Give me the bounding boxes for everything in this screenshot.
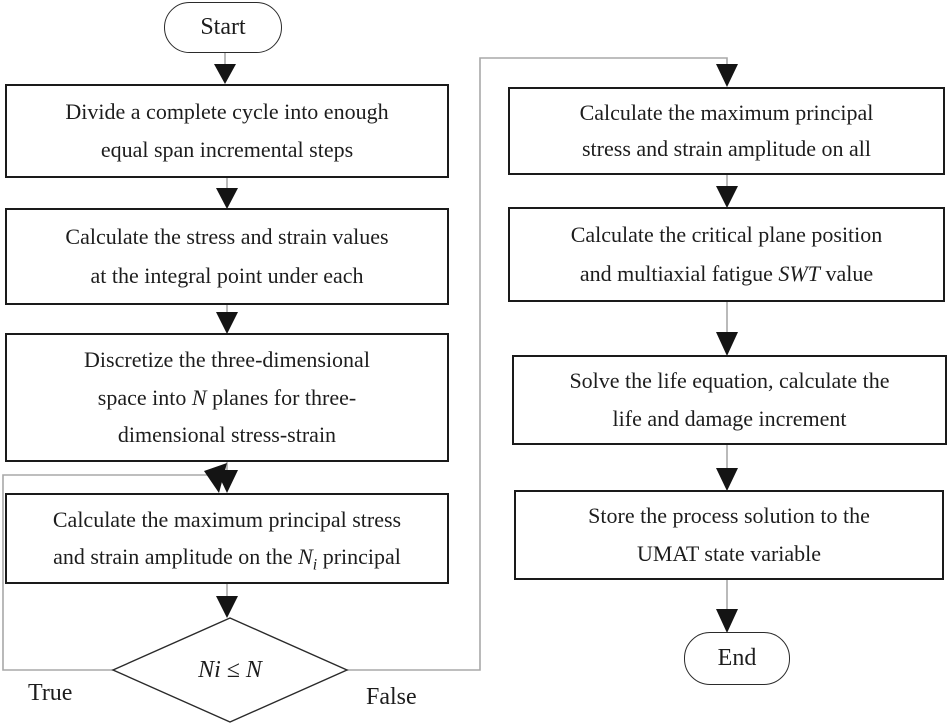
end-label: End: [717, 645, 757, 671]
start-node: Start: [164, 2, 282, 53]
arrowhead-stress-discretize-icon: [216, 312, 238, 334]
arrowhead-principal-decision-icon: [216, 596, 238, 618]
arrowhead-loop-principal-icon: [204, 463, 227, 493]
decision-diamond: [111, 617, 349, 723]
arrowhead-store-end-icon: [716, 609, 738, 633]
arrowhead-maxall-critical-icon: [716, 186, 738, 208]
arrowhead-divide-stress-icon: [216, 188, 238, 209]
end-node: End: [684, 632, 790, 685]
decision-label: Ni ≤ N: [198, 656, 262, 683]
edge-true-loop: [2, 474, 208, 671]
arrowhead-solve-store-icon: [716, 468, 738, 491]
start-label: Start: [200, 14, 246, 40]
edge-label-false: False: [366, 684, 417, 710]
arrowhead-critical-solve-icon: [716, 332, 738, 356]
arrowhead-false-maxall-icon: [716, 64, 738, 87]
arrowhead-start-divide-icon: [214, 64, 236, 84]
edge-false-route: [347, 57, 728, 671]
edge-label-true: True: [28, 680, 73, 706]
